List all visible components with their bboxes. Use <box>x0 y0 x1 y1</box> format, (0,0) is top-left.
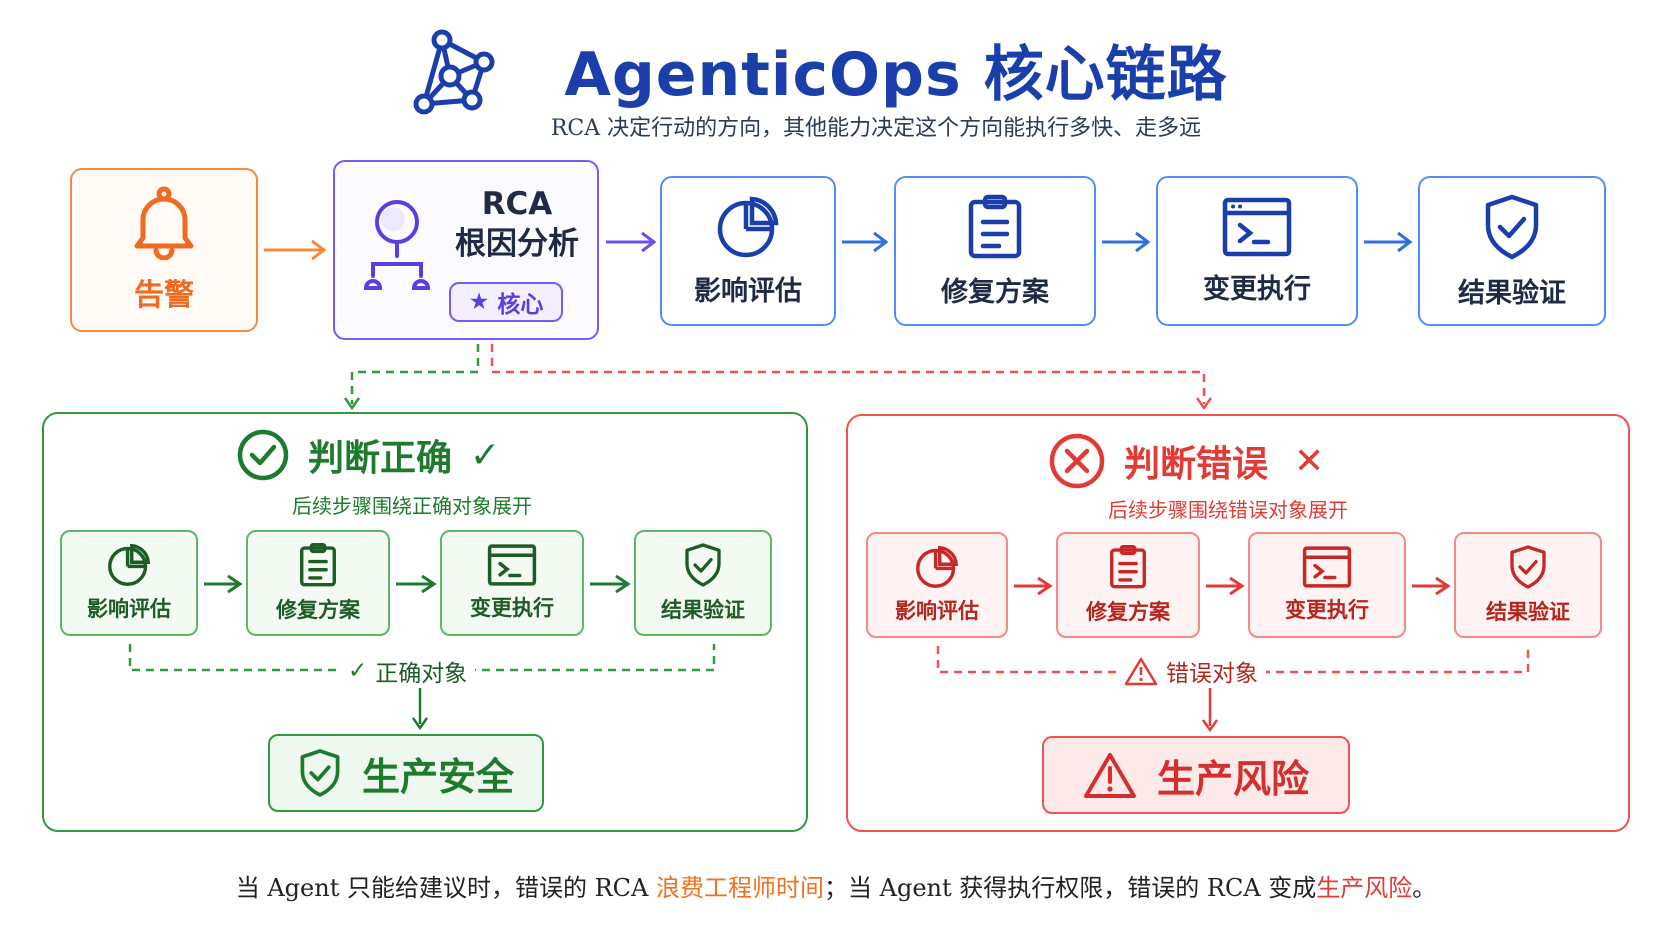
bell-icon <box>134 186 194 260</box>
arrow-right-icon <box>842 231 889 253</box>
bad-step-label: 结果验证 <box>1486 600 1570 624</box>
clipboard-icon <box>968 194 1022 258</box>
bad-target: 错误对象 <box>1116 654 1266 688</box>
warning-icon <box>1124 657 1158 686</box>
bad-result-label: 生产风险 <box>1156 756 1309 801</box>
bad-title: 判断错误 <box>1124 444 1269 485</box>
bad-target-label: 错误对象 <box>1166 661 1258 687</box>
good-heading: 判断正确 ✓ <box>236 428 500 482</box>
arrow-right-icon <box>1364 231 1413 253</box>
good-result-label: 生产安全 <box>361 754 514 799</box>
arrow-right-icon <box>1102 231 1151 253</box>
bad-step-label: 修复方案 <box>1086 600 1170 624</box>
step-rca: RCA 根因分析 ★ 核心 <box>333 160 599 340</box>
clipboard-icon <box>1110 544 1146 589</box>
footer-highlight-waste: 浪费工程师时间 <box>656 874 824 902</box>
shield-check-icon <box>1510 545 1546 589</box>
check-icon: ✓ <box>348 658 368 684</box>
footer-text-3: 。 <box>1412 874 1437 902</box>
good-step-label: 修复方案 <box>276 598 360 622</box>
step-exec-label: 变更执行 <box>1203 273 1311 305</box>
bad-step-verify: 结果验证 <box>1454 532 1602 638</box>
good-check-mark: ✓ <box>470 434 501 476</box>
step-impact-label: 影响评估 <box>694 275 802 307</box>
good-subtitle: 后续步骤围绕正确对象展开 <box>292 494 532 518</box>
bad-step-arrows <box>1014 576 1451 596</box>
arrow-right-icon <box>606 231 657 253</box>
page-subtitle: RCA 决定行动的方向，其他能力决定这个方向能执行多快、走多远 <box>550 116 1202 141</box>
footer-highlight-risk: 生产风险 <box>1316 874 1413 902</box>
bad-heading: 判断错误 ✕ <box>1048 432 1324 490</box>
terminal-icon <box>1302 546 1352 588</box>
arrow-right-icon <box>264 239 327 261</box>
good-step-exec: 变更执行 <box>440 530 584 636</box>
shield-check-icon <box>300 749 340 797</box>
core-badge: ★ 核心 <box>449 282 563 322</box>
terminal-icon <box>1222 197 1292 256</box>
pie-chart-icon <box>916 545 959 588</box>
pie-chart-icon <box>717 196 779 257</box>
warning-icon <box>1083 753 1136 798</box>
good-step-arrows <box>204 574 631 594</box>
bad-x-mark: ✕ <box>1294 440 1325 482</box>
bad-step-label: 影响评估 <box>895 599 979 623</box>
good-step-verify: 结果验证 <box>634 530 772 636</box>
step-verify-label: 结果验证 <box>1458 277 1566 309</box>
step-change-execution: 变更执行 <box>1156 176 1358 326</box>
step-alert-label: 告警 <box>134 278 194 313</box>
good-step-label: 结果验证 <box>661 598 745 622</box>
step-impact-assessment: 影响评估 <box>660 176 836 326</box>
panel-correct-judgment: 判断正确 ✓ 后续步骤围绕正确对象展开 影响评估 修复方案 变更执行 结果验证 … <box>42 412 808 832</box>
terminal-icon <box>487 544 537 586</box>
good-step-fix: 修复方案 <box>246 530 390 636</box>
bad-step-fix: 修复方案 <box>1056 532 1200 638</box>
good-target-label: 正确对象 <box>375 661 468 687</box>
check-circle-icon <box>237 429 289 481</box>
good-target: ✓ 正确对象 <box>340 654 476 688</box>
bad-step-label: 变更执行 <box>1285 598 1369 622</box>
good-target-bracket <box>128 644 716 731</box>
root-cause-icon <box>363 200 431 290</box>
panel-wrong-judgment: 判断错误 ✕ 后续步骤围绕错误对象展开 影响评估 修复方案 变更执行 结果验证 … <box>846 414 1630 832</box>
footer-text-2: ；当 Agent 获得执行权限，错误的 RCA 变成 <box>824 874 1317 902</box>
step-fix-plan: 修复方案 <box>894 176 1096 326</box>
step-alert: 告警 <box>70 168 258 332</box>
good-title: 判断正确 <box>308 438 453 479</box>
clipboard-icon <box>300 542 336 587</box>
star-icon: ★ <box>468 289 490 315</box>
step-rca-label: RCA 根因分析 <box>455 186 579 262</box>
result-production-risk: 生产风险 <box>1042 736 1350 814</box>
good-step-label: 变更执行 <box>470 596 554 620</box>
step-result-verification: 结果验证 <box>1418 176 1606 326</box>
pie-chart-icon <box>108 543 151 586</box>
good-step-label: 影响评估 <box>87 597 171 621</box>
bad-step-impact: 影响评估 <box>866 532 1008 638</box>
bad-subtitle: 后续步骤围绕错误对象展开 <box>1108 498 1348 522</box>
good-step-impact: 影响评估 <box>60 530 198 636</box>
core-badge-label: 核心 <box>497 292 544 318</box>
result-production-safe: 生产安全 <box>268 734 544 812</box>
bad-step-exec: 变更执行 <box>1248 532 1406 638</box>
page-title: AgenticOps 核心链路 <box>564 40 1228 110</box>
network-graph-icon <box>413 29 495 115</box>
bad-target-bracket <box>936 646 1530 733</box>
shield-check-icon <box>1485 194 1539 259</box>
step-fix-label: 修复方案 <box>941 276 1049 308</box>
footer-text-1: 当 Agent 只能给建议时，错误的 RCA <box>235 874 656 902</box>
branch-connectors <box>343 344 1213 411</box>
shield-check-icon <box>685 543 721 587</box>
x-circle-icon <box>1049 433 1105 489</box>
footer-note: 当 Agent 只能给建议时，错误的 RCA 浪费工程师时间；当 Agent 获… <box>0 868 1672 903</box>
